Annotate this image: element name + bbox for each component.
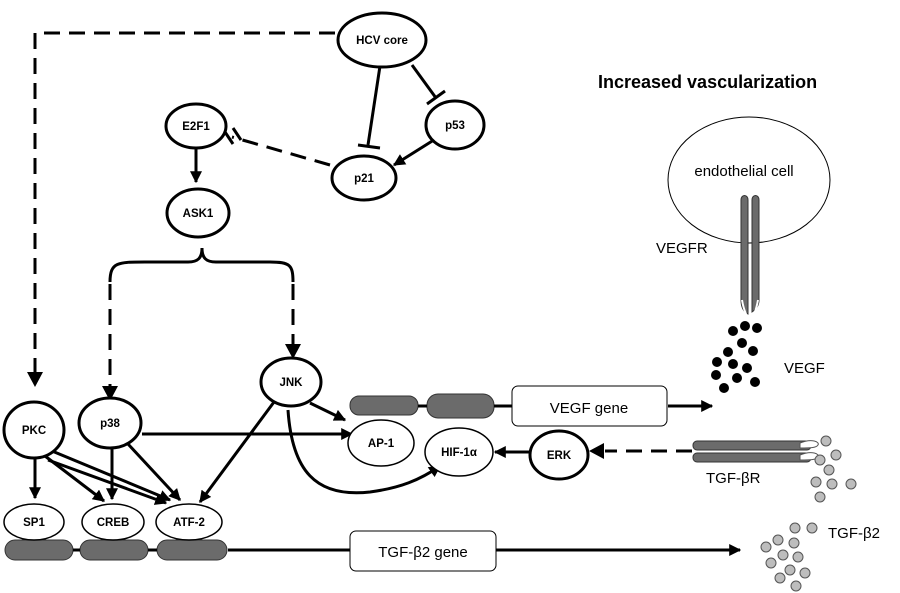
pkc-label: PKC <box>22 425 46 437</box>
node-sp1: SP1 <box>3 503 65 541</box>
tgf-promoter-segment-3 <box>156 539 228 561</box>
title-increased-vascularization: Increased vascularization <box>598 72 817 92</box>
jnk-to-hif1a-edge <box>286 409 441 495</box>
vegf-promoter-segment-1 <box>349 395 419 416</box>
p53-to-p21-edge <box>392 136 438 167</box>
hcv-p21-inhibition-bar <box>357 143 381 150</box>
hcv-inhibits-p53-edge <box>410 64 438 99</box>
pkc-to-atf2-edge-2 <box>47 458 168 505</box>
ap1-label: AP-1 <box>368 438 395 450</box>
atf2-label: ATF-2 <box>173 517 205 529</box>
node-creb: CREB <box>81 503 145 541</box>
erk-arrowhead <box>589 443 604 459</box>
p21-label: p21 <box>354 173 374 185</box>
tgf-b2-dots <box>760 522 818 592</box>
vegf-gene-box: VEGF gene <box>511 385 668 427</box>
node-hcv-core: HCV core <box>336 11 428 69</box>
node-p53: p53 <box>424 99 486 151</box>
node-ap1: AP-1 <box>347 419 415 467</box>
pkc-arrowhead <box>27 372 43 387</box>
tgf-promoter-segment-1 <box>4 539 74 561</box>
vegfr-receptor <box>740 195 760 319</box>
endothelial-cell: endothelial cell <box>667 116 831 244</box>
jnk-to-atf2-edge <box>198 401 276 503</box>
hcv-to-pkc-dashed-edge <box>33 31 335 375</box>
tgf-b2-gene-label: TGF-β2 gene <box>378 544 468 561</box>
node-p38: p38 <box>77 396 143 450</box>
vegf-dots <box>711 321 762 393</box>
vegfr-label: VEGFR <box>656 240 708 257</box>
node-e2f1: E2F1 <box>164 102 228 150</box>
vegf-promoter-bars <box>349 393 512 419</box>
e2f1-label: E2F1 <box>182 121 210 133</box>
hcv-p53-inhibition-bar <box>426 89 446 106</box>
p53-label: p53 <box>445 120 465 132</box>
hcv-inhibits-p21-edge <box>366 65 382 146</box>
p38-arrowhead <box>102 386 118 401</box>
jnk-arrowhead <box>285 344 301 359</box>
tgf-b2-gene-box: TGF-β2 gene <box>349 530 497 572</box>
p38-label: p38 <box>100 418 120 430</box>
jnk-to-ap1-edge <box>309 401 347 422</box>
node-ask1: ASK1 <box>165 187 231 239</box>
tgf-promoter-bars <box>4 539 228 561</box>
p38-to-atf2-edge <box>126 442 182 502</box>
tgf-promoter-segment-2 <box>79 539 149 561</box>
e2f1-inhibition-bars <box>223 127 243 145</box>
tgf-b2-label: TGF-β2 <box>828 525 880 542</box>
ask1-brace <box>108 247 295 283</box>
node-erk: ERK <box>528 429 590 481</box>
node-jnk: JNK <box>259 356 323 408</box>
node-p21: p21 <box>330 154 398 202</box>
ask1-label: ASK1 <box>183 208 214 220</box>
hcv-core-label: HCV core <box>356 35 408 47</box>
hif1a-label: HIF-1α <box>441 447 477 459</box>
tgf-br-receptor <box>692 440 819 463</box>
sp1-label: SP1 <box>23 517 45 529</box>
vegf-gene-label: VEGF gene <box>550 400 628 417</box>
vegf-promoter-segment-2 <box>426 393 495 419</box>
endothelial-cell-shape <box>667 116 831 244</box>
node-hif1a: HIF-1α <box>424 427 494 477</box>
node-pkc: PKC <box>2 400 66 460</box>
erk-label: ERK <box>547 450 572 462</box>
jnk-label: JNK <box>279 377 303 389</box>
tgf-br-ligand-dots <box>810 435 857 503</box>
tgf-br-label: TGF-βR <box>706 470 761 487</box>
node-atf2: ATF-2 <box>155 503 223 541</box>
endothelial-cell-label: endothelial cell <box>694 163 793 180</box>
p21-inhibits-e2f1-edge <box>231 135 331 167</box>
creb-label: CREB <box>97 517 130 529</box>
vegf-label: VEGF <box>784 360 825 377</box>
